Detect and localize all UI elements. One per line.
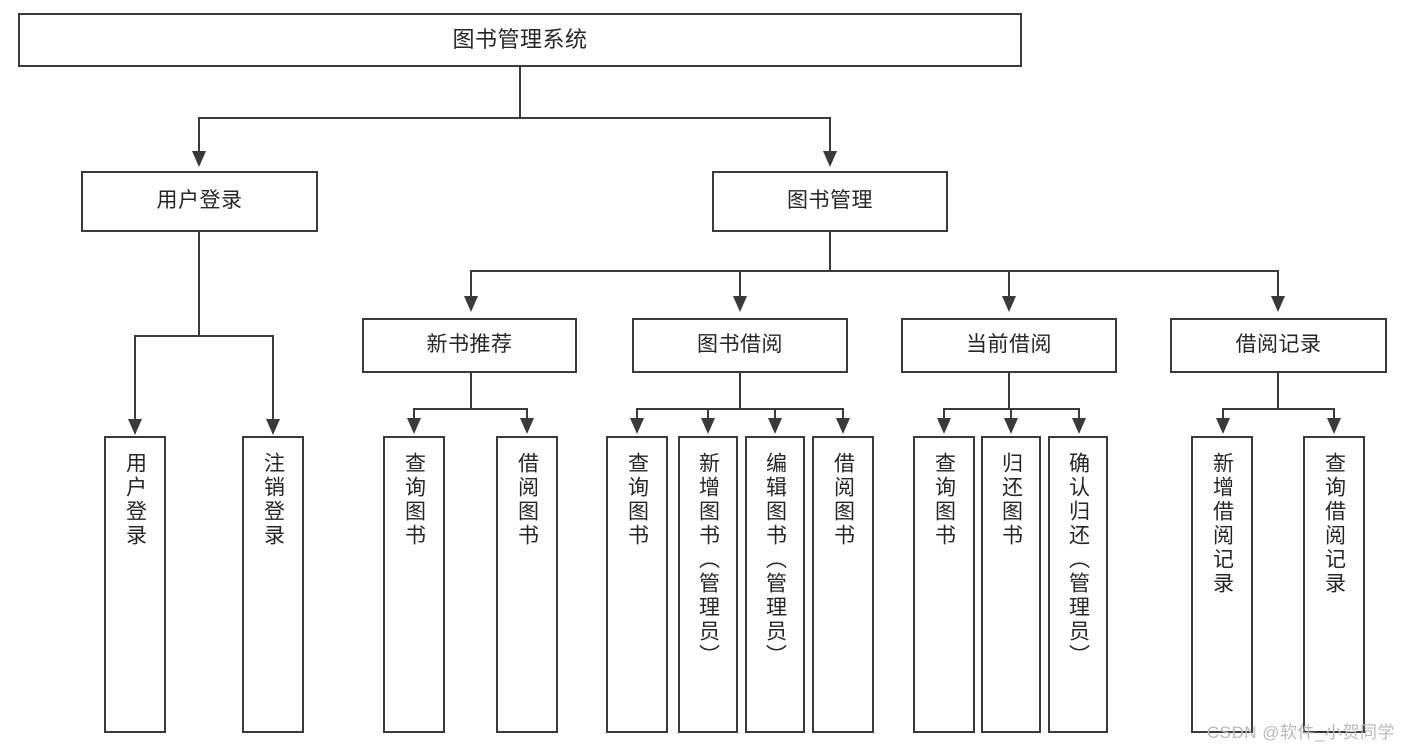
arrow-to-leaf-query-book-2 xyxy=(630,418,644,434)
arrow-to-leaf-edit-book xyxy=(768,418,782,434)
arrow-to-book-management xyxy=(823,151,837,167)
arrow-to-leaf-add-book xyxy=(701,418,715,434)
arrow-to-leaf-query-book-1 xyxy=(407,418,421,434)
arrow-to-leaf-user-login xyxy=(128,419,142,435)
connector-book-borrow-drop-1 xyxy=(636,408,638,420)
connector-new-book-stem xyxy=(470,373,472,409)
node-book-management[interactable]: 图书管理 xyxy=(712,171,948,232)
leaf-borrow-book-recommend[interactable]: 借阅图书 xyxy=(496,436,558,733)
arrow-to-leaf-logout xyxy=(266,419,280,435)
leaf-query-book-current[interactable]: 查询图书 xyxy=(913,436,975,733)
connector-new-book-bar xyxy=(413,408,527,410)
connector-current-borrow-drop-2 xyxy=(1010,408,1012,420)
connector-borrow-record-drop-2 xyxy=(1333,408,1335,420)
node-label: 新增借阅记录 xyxy=(1210,452,1234,596)
node-label: 图书借阅 xyxy=(697,333,783,357)
node-label: 查询图书 xyxy=(625,452,649,548)
node-new-book-recommend[interactable]: 新书推荐 xyxy=(362,318,577,373)
connector-user-login-stem xyxy=(198,232,200,336)
connector-level3-drop-4 xyxy=(1277,270,1279,298)
node-label: 查询借阅记录 xyxy=(1322,452,1346,596)
arrow-to-new-book-recommend xyxy=(464,296,478,312)
connector-user-login-bar xyxy=(134,335,273,337)
leaf-query-book-borrow[interactable]: 查询图书 xyxy=(606,436,668,733)
connector-book-borrow-drop-2 xyxy=(707,408,709,420)
arrow-to-leaf-borrow-book-1 xyxy=(520,418,534,434)
leaf-add-borrow-record[interactable]: 新增借阅记录 xyxy=(1191,436,1253,733)
connector-borrow-record-stem xyxy=(1277,373,1279,409)
connector-borrow-record-bar xyxy=(1222,408,1334,410)
node-current-borrow[interactable]: 当前借阅 xyxy=(901,318,1117,373)
connector-new-book-drop-1 xyxy=(413,408,415,420)
leaf-confirm-return-admin[interactable]: 确认归还（管理员） xyxy=(1048,436,1108,733)
leaf-borrow-book[interactable]: 借阅图书 xyxy=(812,436,874,733)
connector-new-book-drop-2 xyxy=(526,408,528,420)
connector-user-login-leaf2-drop xyxy=(272,335,274,421)
leaf-query-borrow-record[interactable]: 查询借阅记录 xyxy=(1303,436,1365,733)
connector-book-borrow-stem xyxy=(739,373,741,409)
connector-root-left-drop xyxy=(198,117,200,153)
connector-root-stem xyxy=(519,67,521,117)
connector-book-borrow-drop-4 xyxy=(842,408,844,420)
node-label: 确认归还（管理员） xyxy=(1066,452,1090,668)
node-label: 借阅图书 xyxy=(515,452,539,548)
connector-borrow-record-drop-1 xyxy=(1222,408,1224,420)
connector-book-borrow-bar xyxy=(636,408,843,410)
connector-level3-bar xyxy=(470,270,1278,272)
connector-root-right-drop xyxy=(829,117,831,153)
node-label: 图书管理系统 xyxy=(452,27,588,53)
arrow-to-leaf-query-record xyxy=(1327,418,1341,434)
leaf-user-login[interactable]: 用户登录 xyxy=(104,436,166,733)
node-label: 查询图书 xyxy=(932,452,956,548)
leaf-edit-book-admin[interactable]: 编辑图书（管理员） xyxy=(745,436,805,733)
arrow-to-borrow-record xyxy=(1271,296,1285,312)
arrow-to-book-borrow xyxy=(733,296,747,312)
node-label: 注销登录 xyxy=(261,452,285,548)
node-label: 归还图书 xyxy=(999,452,1023,548)
leaf-logout[interactable]: 注销登录 xyxy=(242,436,304,733)
connector-book-borrow-drop-3 xyxy=(774,408,776,420)
node-label: 借阅记录 xyxy=(1235,333,1322,357)
connector-user-login-leaf1-drop xyxy=(134,335,136,421)
node-label: 用户登录 xyxy=(156,189,243,213)
node-label: 图书管理 xyxy=(787,189,873,213)
node-label: 编辑图书（管理员） xyxy=(763,452,787,668)
connector-level3-drop-3 xyxy=(1008,270,1010,298)
node-root-system[interactable]: 图书管理系统 xyxy=(18,13,1022,67)
connector-current-borrow-stem xyxy=(1008,373,1010,409)
arrow-to-leaf-borrow-book-2 xyxy=(836,418,850,434)
node-label: 当前借阅 xyxy=(966,333,1052,357)
arrow-to-user-login xyxy=(192,151,206,167)
node-label: 新书推荐 xyxy=(426,333,513,357)
arrow-to-leaf-return-book xyxy=(1004,418,1018,434)
node-user-login[interactable]: 用户登录 xyxy=(81,171,318,232)
node-label: 新增图书（管理员） xyxy=(696,452,720,668)
connector-root-bar xyxy=(198,117,830,119)
node-label: 用户登录 xyxy=(123,452,147,548)
node-label: 查询图书 xyxy=(402,452,426,548)
connector-level3-drop-1 xyxy=(470,270,472,298)
leaf-return-book[interactable]: 归还图书 xyxy=(981,436,1041,733)
arrow-to-leaf-query-book-3 xyxy=(937,418,951,434)
leaf-query-book-recommend[interactable]: 查询图书 xyxy=(383,436,445,733)
node-book-borrow[interactable]: 图书借阅 xyxy=(632,318,848,373)
arrow-to-leaf-confirm-return xyxy=(1072,418,1086,434)
connector-current-borrow-drop-1 xyxy=(943,408,945,420)
node-label: 借阅图书 xyxy=(831,452,855,548)
leaf-add-book-admin[interactable]: 新增图书（管理员） xyxy=(678,436,738,733)
node-borrow-record[interactable]: 借阅记录 xyxy=(1170,318,1387,373)
arrow-to-current-borrow xyxy=(1002,296,1016,312)
connector-book-management-stem xyxy=(829,232,831,270)
connector-current-borrow-drop-3 xyxy=(1078,408,1080,420)
connector-level3-drop-2 xyxy=(739,270,741,298)
arrow-to-leaf-add-record xyxy=(1216,418,1230,434)
